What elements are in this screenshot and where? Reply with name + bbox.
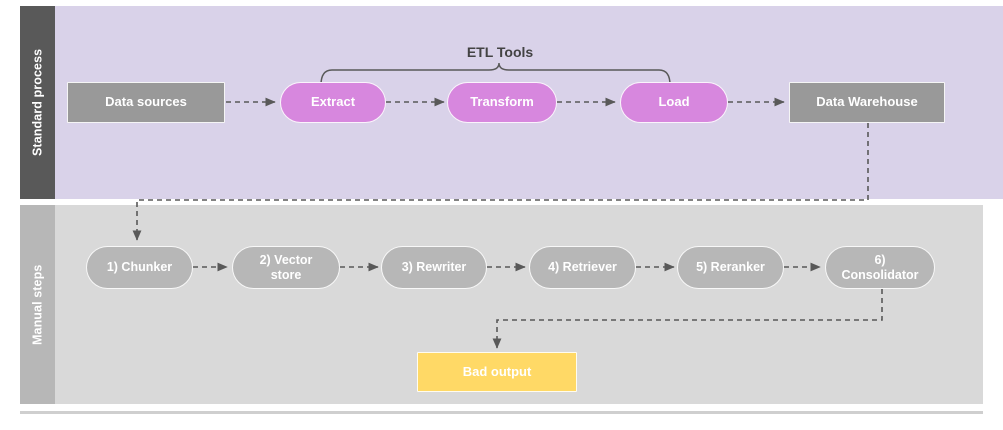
etl-tools-label: ETL Tools [466,44,534,60]
node-retriever[interactable]: 4) Retriever [529,246,636,289]
node-load[interactable]: Load [620,82,728,123]
node-vector-store[interactable]: 2) Vector store [232,246,340,289]
node-chunker[interactable]: 1) Chunker [86,246,193,289]
node-transform[interactable]: Transform [447,82,557,123]
node-reranker[interactable]: 5) Reranker [677,246,784,289]
node-data-sources[interactable]: Data sources [67,82,225,123]
node-bad-output[interactable]: Bad output [417,352,577,392]
node-data-warehouse[interactable]: Data Warehouse [789,82,945,123]
lane-label-manual-steps: Manual steps [20,205,55,404]
lane-label-standard-process: Standard process [20,6,55,199]
node-rewriter[interactable]: 3) Rewriter [381,246,487,289]
node-consolidator[interactable]: 6) Consolidator [825,246,935,289]
bottom-divider [20,411,983,414]
node-extract[interactable]: Extract [280,82,386,123]
